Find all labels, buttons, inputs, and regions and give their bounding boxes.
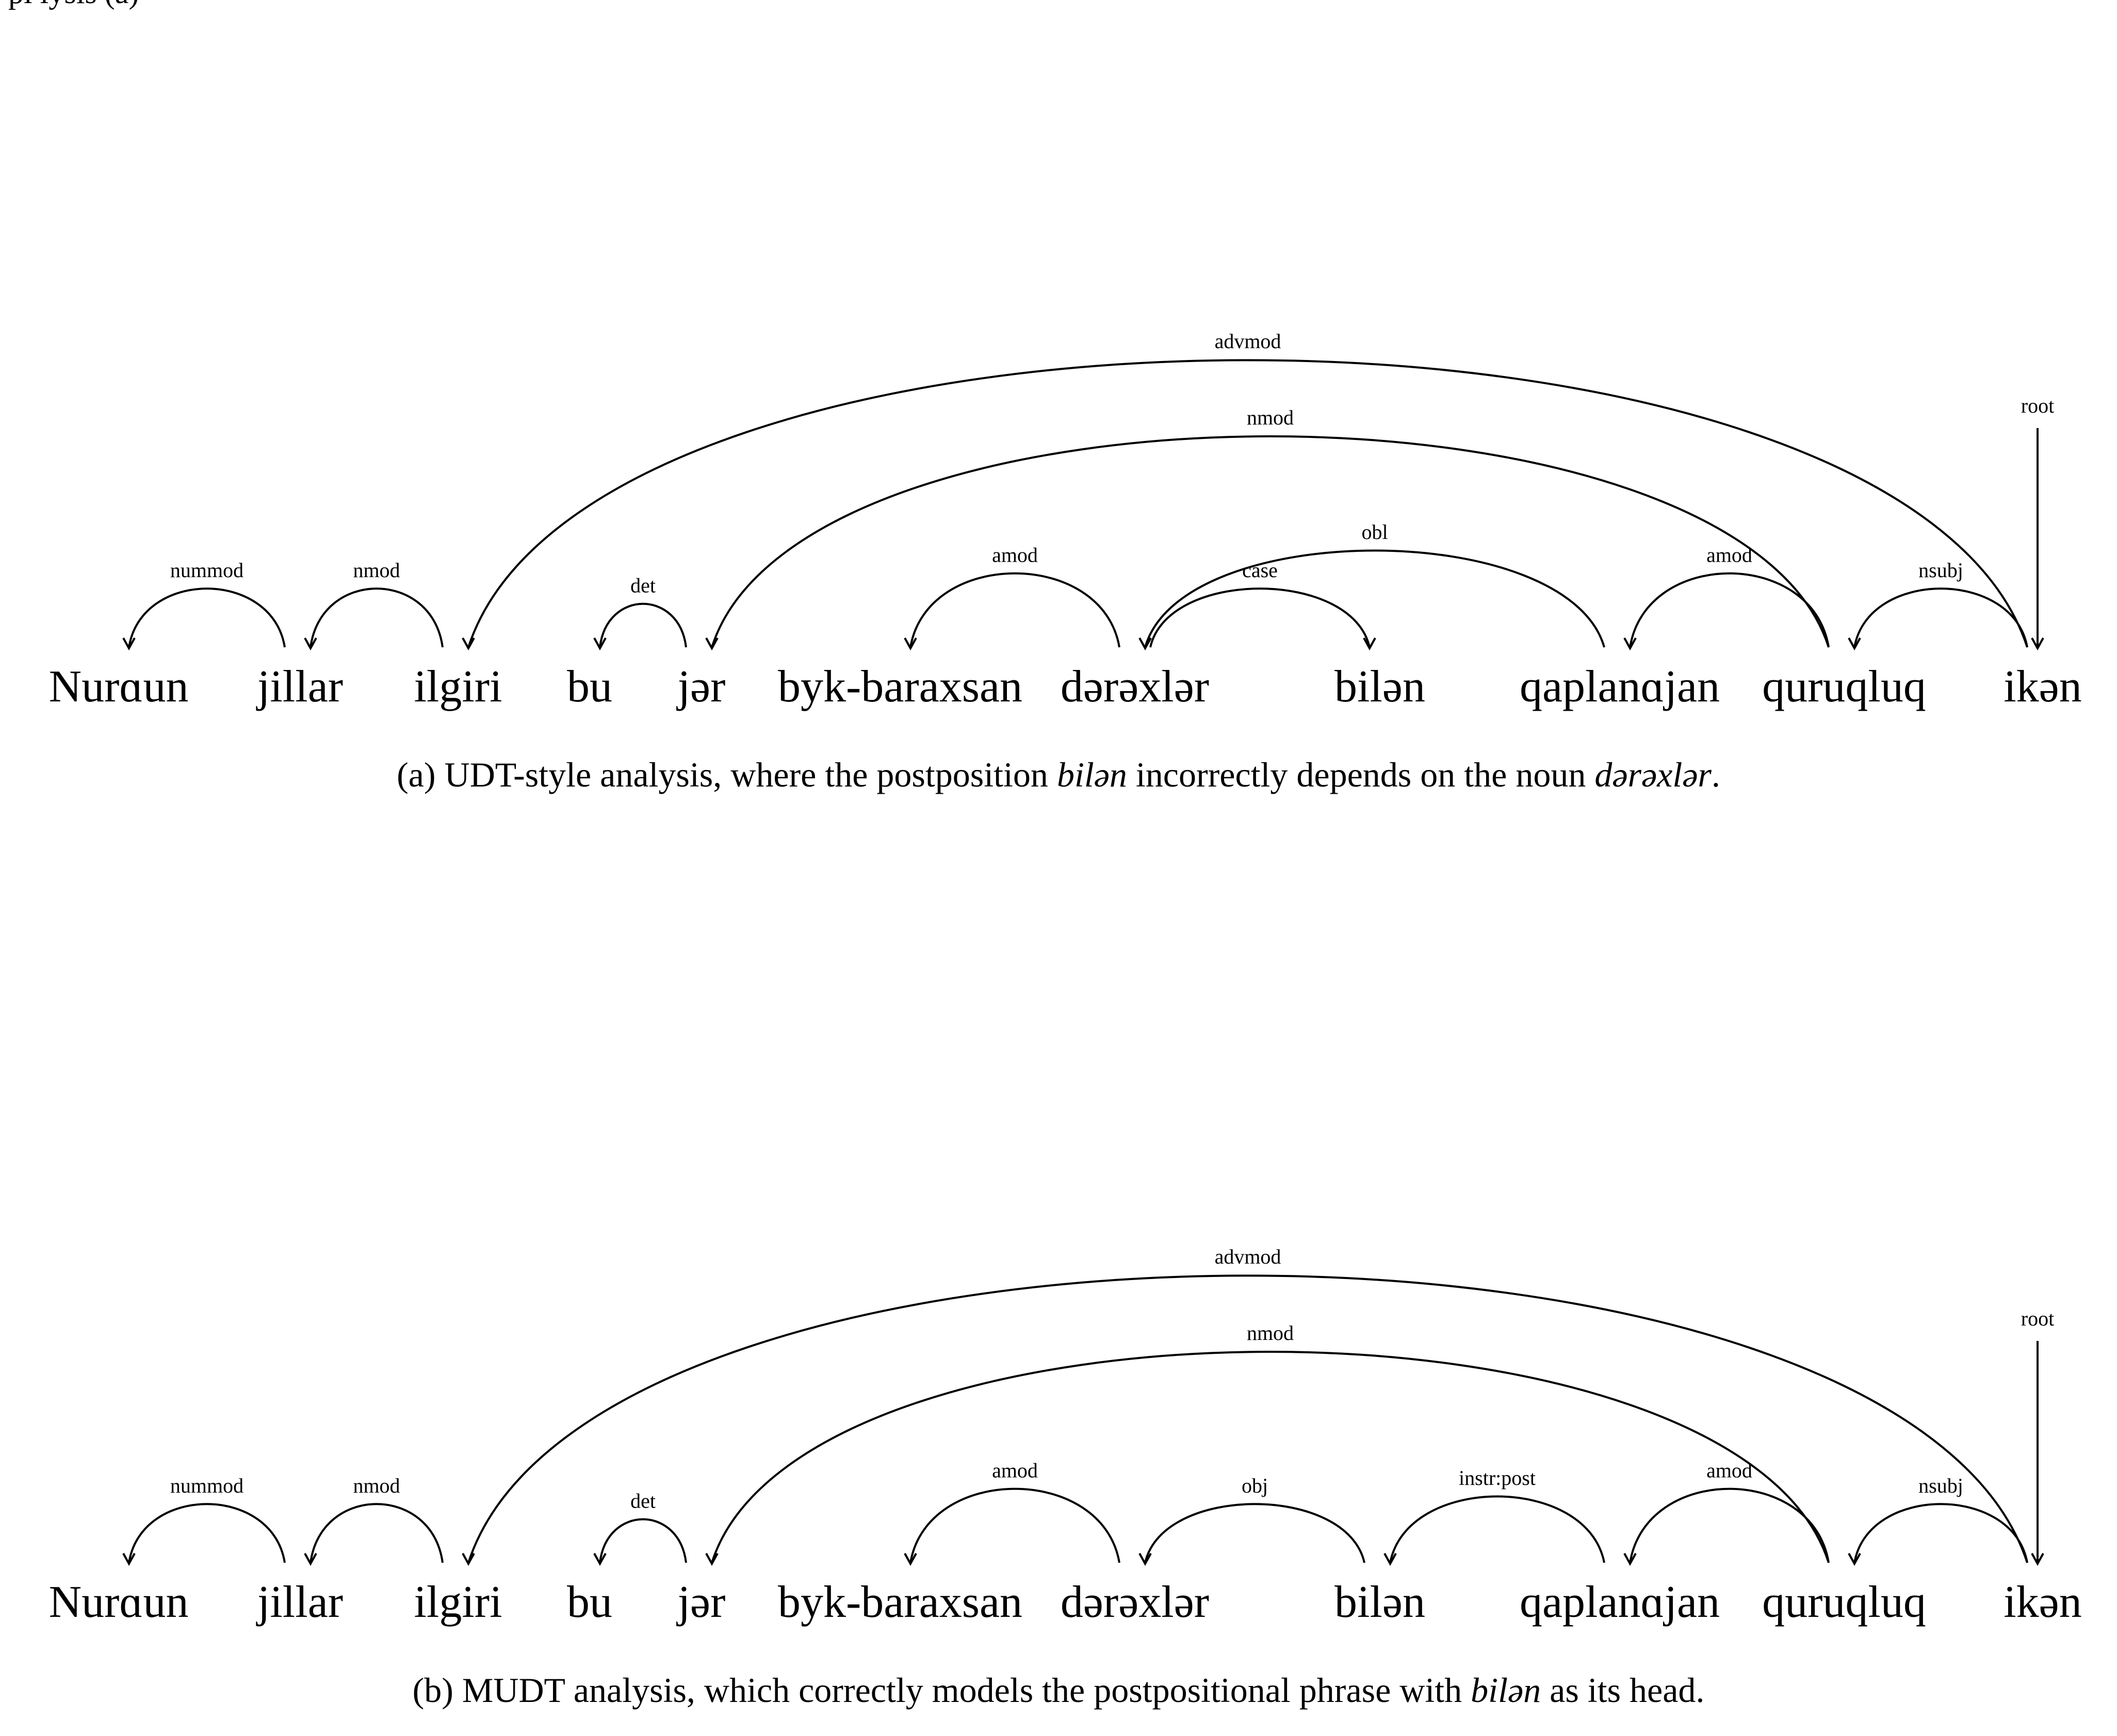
panel-a-word-6: dərəxlər [1061, 662, 1209, 712]
panel-a-word-5: byk-baraxsan [778, 662, 1022, 712]
panel-a-arc-nmod-1 [310, 587, 444, 648]
panel-b-arrowhead-9 [462, 1553, 475, 1566]
panel-a-word-2: ilgiri [414, 662, 502, 712]
panel-b-word-2: ilgiri [414, 1577, 502, 1627]
panel-b-root-arrowhead [2031, 1553, 2044, 1566]
panel-b-arc-obj-4 [1144, 1503, 1365, 1563]
panel-b-arrowhead-4 [1138, 1553, 1152, 1566]
panel-a-caption: (a) UDT-style analysis, where the postpo… [397, 755, 1720, 794]
panel-b-arc-nsubj-7 [1853, 1503, 2028, 1563]
panel-a-word-3: bu [567, 662, 612, 712]
panel-a-word-4: jər [676, 662, 726, 712]
panel-a-arrowhead-3 [904, 637, 917, 651]
panel-a-arc-obl-4 [1144, 549, 1605, 648]
panel-b-word-10: ikən [2004, 1577, 2082, 1627]
panel-a-arc-label-9: advmod [1215, 330, 1281, 353]
panel-a-word-0: Nurɑun [49, 662, 189, 712]
panel-a-arc-nsubj-7 [1853, 587, 2028, 648]
panel-a-arc-amod-3 [909, 572, 1120, 648]
panel-a-arrowhead-0 [122, 637, 136, 651]
panel-b-arc-nmod-8 [711, 1351, 1830, 1563]
panel-b-arrowhead-7 [1848, 1553, 1861, 1566]
panel-a-arc-label-2: det [630, 574, 656, 597]
panel-a-caption-part-2: incorrectly depends on the noun [1127, 755, 1594, 794]
panel-b-arc-label-3: amod [992, 1459, 1038, 1482]
panel-b-word-5: byk-baraxsan [778, 1577, 1022, 1627]
panel-a-caption-part-4: . [1712, 755, 1720, 794]
panel-b-caption: (b) MUDT analysis, which correctly model… [413, 1671, 1705, 1710]
panel-a-arc-label-8: nmod [1247, 406, 1294, 429]
panel-a-word-8: qaplanɑjan [1520, 662, 1720, 712]
panel-a-arrowhead-7 [1848, 637, 1861, 651]
panel-b-arc-label-9: advmod [1215, 1245, 1281, 1268]
panel-b-arrowhead-5 [1383, 1553, 1397, 1566]
panel-b-arc-label-0: nummod [170, 1474, 243, 1497]
panel-b-arc-label-4: obj [1242, 1474, 1268, 1497]
panel-b-arc-label-8: nmod [1247, 1321, 1294, 1345]
panel-b-arrowhead-8 [705, 1553, 719, 1566]
panel-b-caption-part-2: as its head. [1541, 1671, 1704, 1710]
panel-b-arc-label-7: nsubj [1918, 1474, 1963, 1497]
panel-b-arc-nummod-0 [128, 1503, 286, 1563]
panel-b-arrowhead-1 [304, 1553, 317, 1566]
panel-b-arc-instr-post-5 [1389, 1495, 1605, 1563]
panel-b-word-4: jər [676, 1577, 726, 1627]
panel-a-arrowhead-6 [1623, 637, 1637, 651]
panel-b-arc-det-2 [599, 1518, 687, 1563]
panel-a-arc-advmod-9 [467, 359, 2028, 648]
panel-b-arrowhead-0 [122, 1553, 136, 1566]
panel-b-root-label: root [2021, 1307, 2054, 1330]
panel-a-arc-case-5 [1149, 587, 1371, 648]
panel-a-arrowhead-1 [304, 637, 317, 651]
panel-b-caption-part-1: bilən [1471, 1671, 1541, 1710]
panel-b-arc-label-2: det [630, 1489, 656, 1513]
panel-a-caption-part-3: dərəxlər [1594, 755, 1712, 794]
panel-b-word-8: qaplanɑjan [1520, 1577, 1720, 1627]
panel-b-arrowhead-2 [593, 1553, 607, 1566]
panel-b-word-1: jillar [256, 1577, 343, 1627]
panel-a-word-9: quruqluq [1762, 662, 1926, 712]
panel-a-arrowhead-8 [705, 637, 719, 651]
panel-a-word-1: jillar [256, 662, 343, 712]
panel-a-arrowhead-5 [1363, 637, 1376, 651]
panel-b-arc-label-5: instr:post [1459, 1466, 1536, 1489]
panel-a-arc-label-3: amod [992, 543, 1038, 566]
panel-b-word-0: Nurɑun [49, 1577, 189, 1627]
panel-a-arc-label-6: amod [1706, 543, 1752, 566]
panel-b-word-3: bu [567, 1577, 612, 1627]
panel-b-word-6: dərəxlər [1061, 1577, 1209, 1627]
panel-b-caption-part-0: (b) MUDT analysis, which correctly model… [413, 1671, 1471, 1710]
panel-b-arrowhead-3 [904, 1553, 917, 1566]
panel-a-arc-label-4: obl [1361, 520, 1388, 544]
panel-a-word-10: ikən [2004, 662, 2082, 712]
panel-a-arrowhead-4 [1138, 637, 1152, 651]
panel-b-word-7: bilən [1334, 1577, 1425, 1627]
panel-a-arc-nummod-0 [128, 587, 286, 648]
panel-b-arc-amod-6 [1629, 1487, 1830, 1563]
panel-a-arc-label-0: nummod [170, 559, 243, 582]
panel-a-arc-det-2 [599, 602, 687, 648]
panel-a-caption-part-1: bilən [1057, 755, 1127, 794]
panel-a-root-label: root [2021, 394, 2054, 417]
panel-a-arrowhead-9 [462, 637, 475, 651]
panel-a-caption-part-0: (a) UDT-style analysis, where the postpo… [397, 755, 1057, 794]
panel-b-arrowhead-6 [1623, 1553, 1637, 1566]
panel-a-arc-label-7: nsubj [1918, 559, 1963, 582]
intro-fragment: pl lysis (a) [8, 0, 139, 10]
panel-b-arc-nmod-1 [310, 1503, 444, 1563]
panel-b-arc-advmod-9 [467, 1274, 2028, 1563]
panel-b-word-9: quruqluq [1762, 1577, 1926, 1627]
panel-b-arc-label-6: amod [1706, 1459, 1752, 1482]
panel-a-arc-amod-6 [1629, 572, 1830, 648]
panel-b-arc-amod-3 [909, 1487, 1120, 1563]
panel-a-word-7: bilən [1334, 662, 1425, 712]
panel-b-arc-label-1: nmod [353, 1474, 400, 1497]
panel-a-arc-label-1: nmod [353, 559, 400, 582]
panel-a-arc-nmod-8 [711, 435, 1830, 648]
panel-a-arc-label-5: case [1242, 559, 1278, 582]
panel-a-root-arrowhead [2031, 637, 2044, 651]
panel-a-arrowhead-2 [593, 637, 607, 651]
